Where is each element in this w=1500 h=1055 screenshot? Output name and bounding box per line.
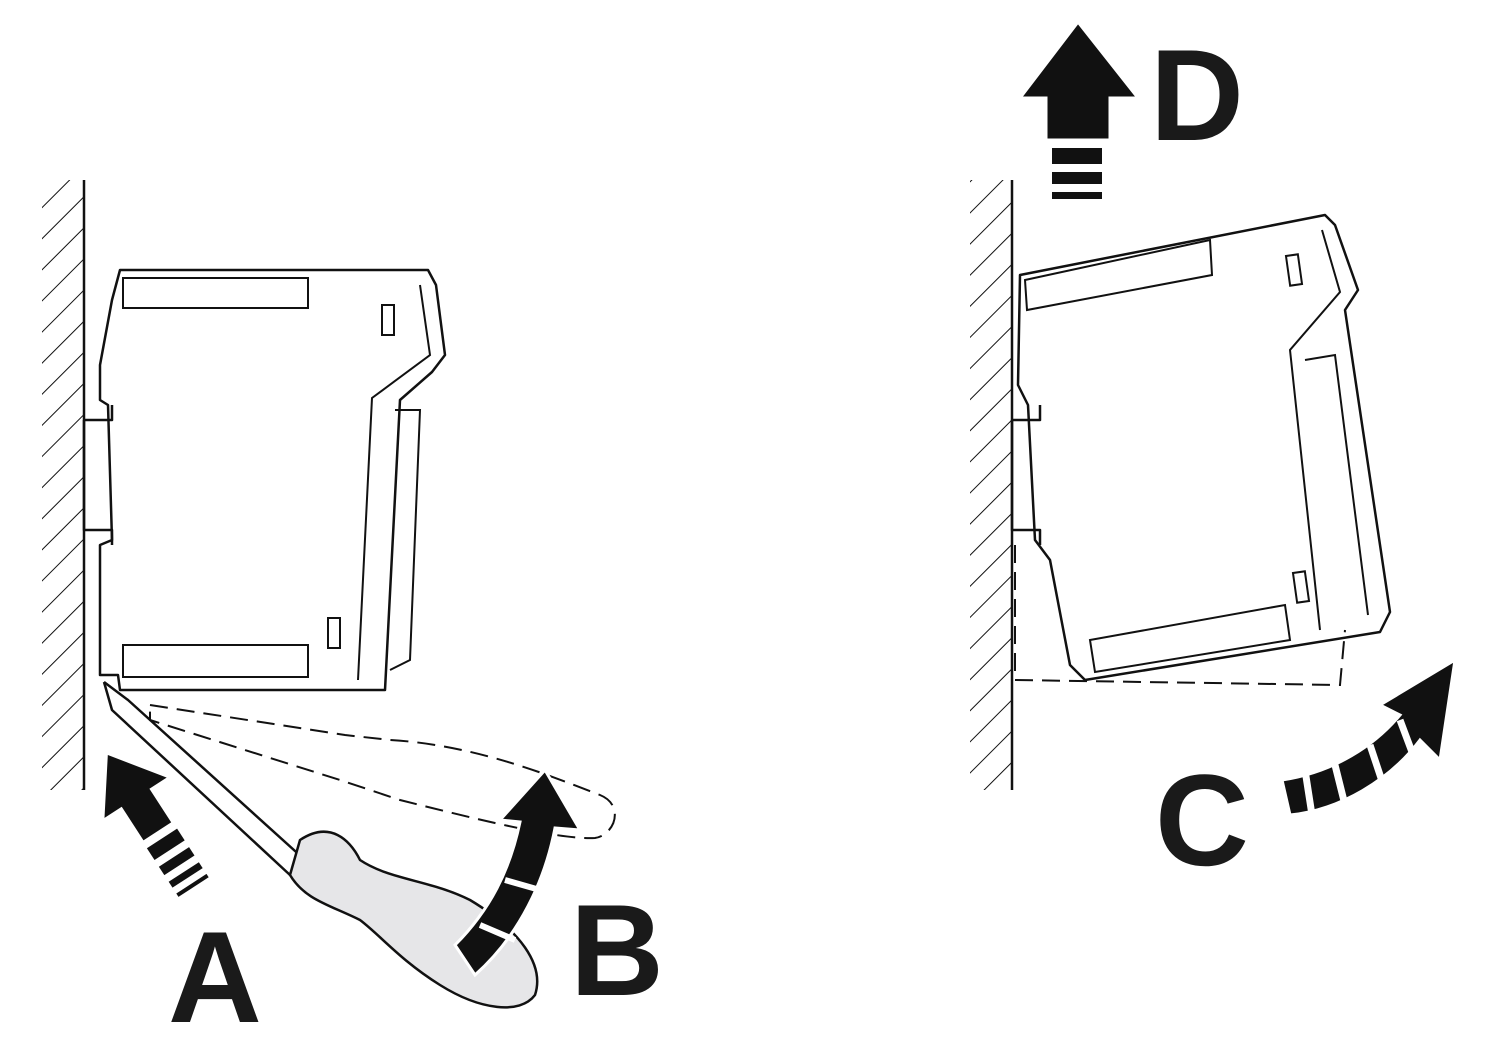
label-b: B — [570, 877, 664, 1023]
right-module-ghost — [1014, 545, 1346, 687]
arrow-a — [101, 750, 209, 897]
left-module — [98, 268, 447, 692]
left-wall — [42, 180, 86, 790]
label-a: A — [168, 904, 262, 1050]
label-c: C — [1155, 747, 1249, 893]
arrow-b — [453, 767, 583, 978]
arrow-d — [1016, 19, 1142, 199]
right-din-rail — [1010, 405, 1042, 545]
arrow-c — [1280, 657, 1457, 817]
right-module — [1016, 213, 1392, 682]
right-wall — [970, 180, 1014, 790]
label-d: D — [1150, 22, 1244, 168]
screwdriver-ghost — [149, 703, 616, 840]
